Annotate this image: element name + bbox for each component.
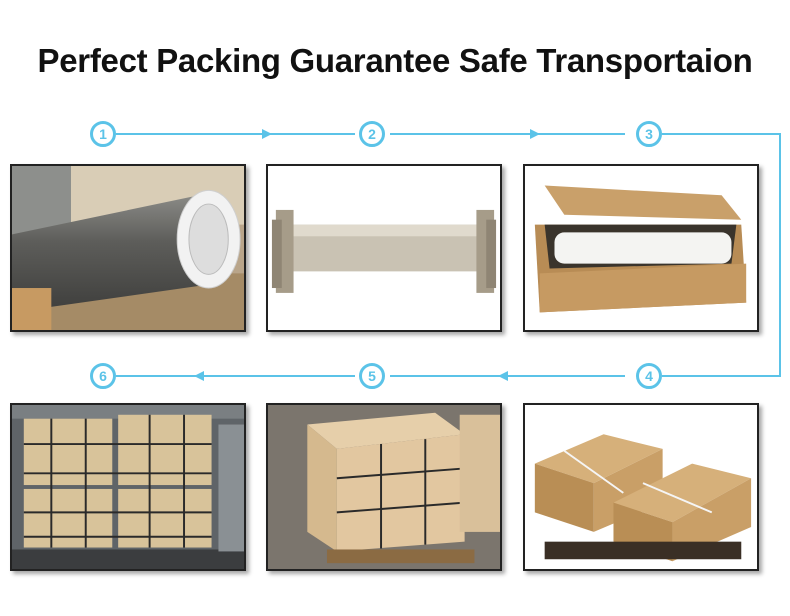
photo-wooden-crates-pallets	[266, 403, 502, 571]
photo-roll-end-supports	[266, 164, 502, 332]
step-4-marker: 4	[636, 363, 662, 389]
photo-cartons-on-pallet	[523, 403, 759, 571]
step-6-marker: 6	[90, 363, 116, 389]
photo-roll-end-protectors	[10, 164, 246, 332]
step-3-marker: 3	[636, 121, 662, 147]
page-title: Perfect Packing Guarantee Safe Transport…	[37, 42, 753, 79]
step-5-marker: 5	[359, 363, 385, 389]
step-1-marker: 1	[90, 121, 116, 147]
photo-roll-in-box	[523, 164, 759, 332]
photo-crates-in-container	[10, 403, 246, 571]
step-2-marker: 2	[359, 121, 385, 147]
